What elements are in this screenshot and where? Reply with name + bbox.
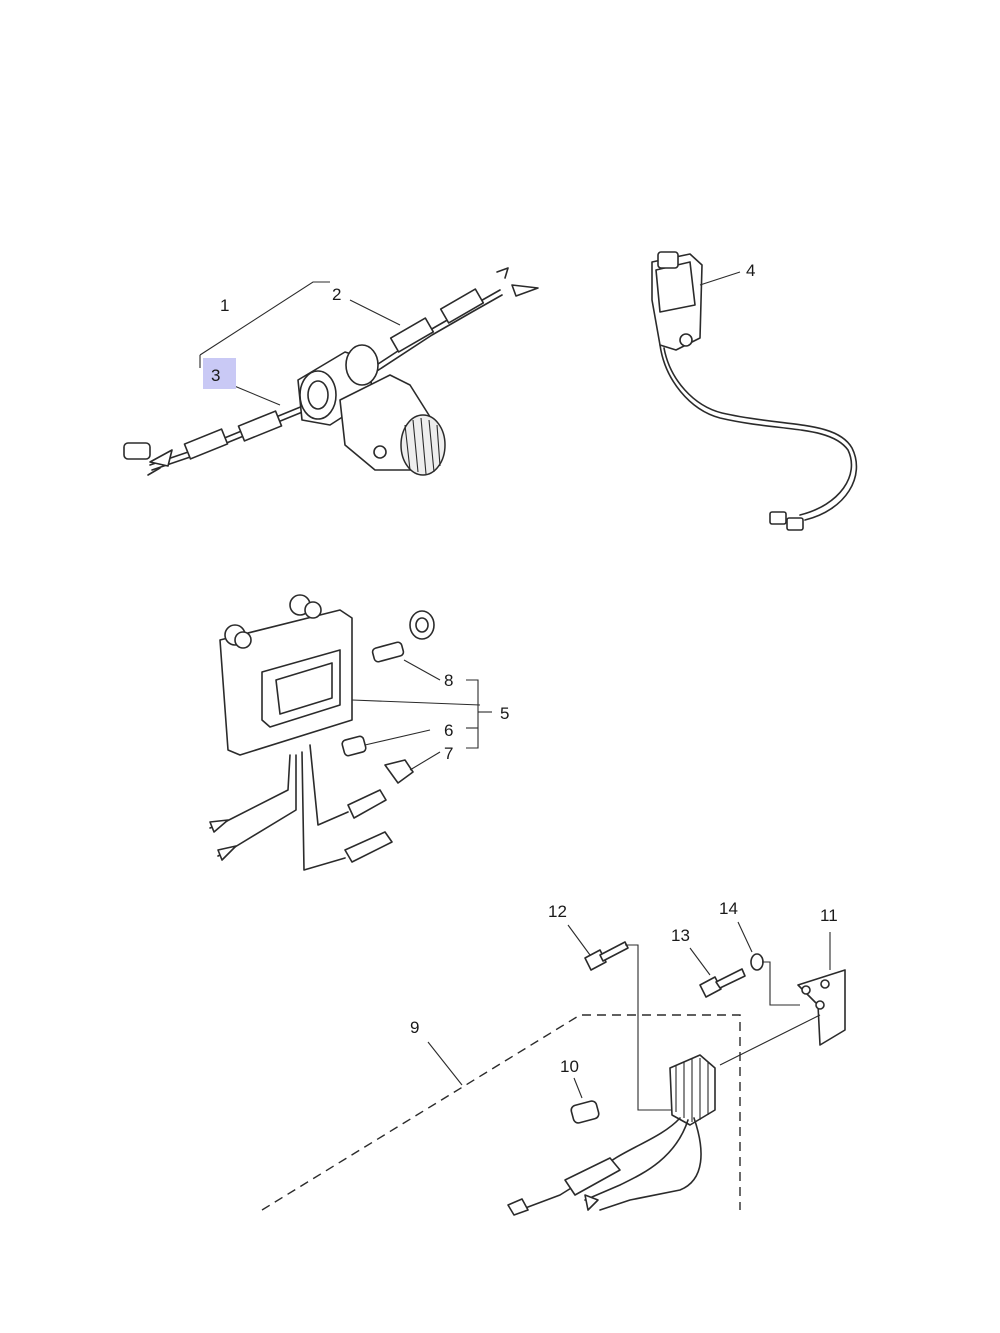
callout-5[interactable]: 5 — [500, 704, 509, 723]
callout-14[interactable]: 14 — [719, 899, 738, 918]
callout-3[interactable]: 3 — [211, 366, 220, 385]
callout-12[interactable]: 12 — [548, 902, 567, 921]
cable-pulley-assembly — [123, 267, 539, 476]
callout-4[interactable]: 4 — [746, 261, 755, 280]
callout-9[interactable]: 9 — [410, 1018, 419, 1037]
switch-with-lead — [651, 251, 858, 531]
callout-labels: 1 2 3 4 5 6 7 8 9 10 11 12 13 14 — [203, 261, 838, 1076]
callout-2[interactable]: 2 — [332, 285, 341, 304]
callout-1[interactable]: 1 — [220, 296, 229, 315]
callout-10[interactable]: 10 — [560, 1057, 579, 1076]
control-unit-assembly — [209, 594, 492, 871]
callout-8[interactable]: 8 — [444, 671, 453, 690]
callout-6[interactable]: 6 — [444, 721, 453, 740]
callout-3-highlight — [203, 358, 236, 389]
callout-11[interactable]: 11 — [820, 906, 838, 925]
leaders-group-1 — [199, 281, 401, 406]
rectifier-bracket-assembly — [261, 921, 846, 1216]
callout-13[interactable]: 13 — [671, 926, 690, 945]
callout-7[interactable]: 7 — [444, 744, 453, 763]
